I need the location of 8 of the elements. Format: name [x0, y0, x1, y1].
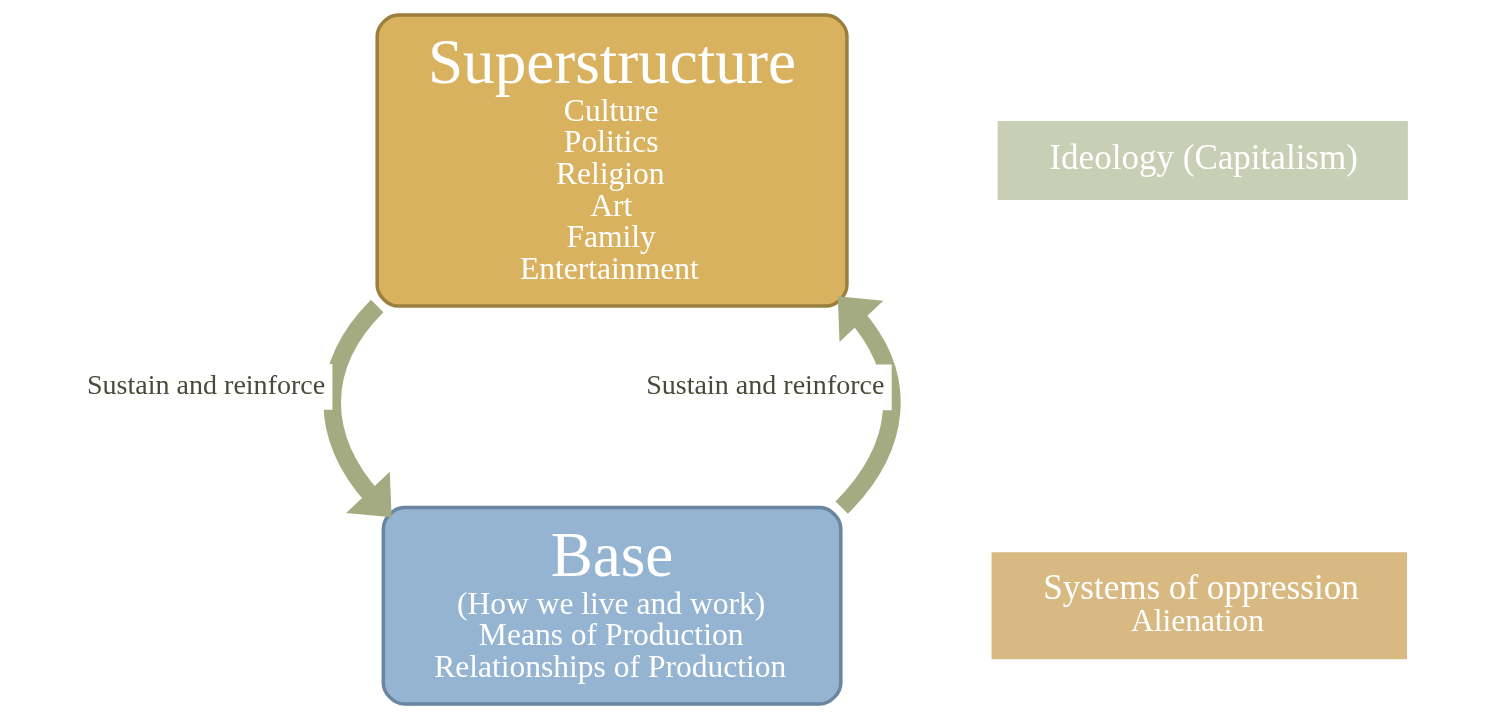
edge-label: Sustain and reinforce [645, 369, 884, 401]
node-box: Systems of oppression Alienation [991, 552, 1407, 660]
edge-label: Sustain and reinforce [86, 368, 325, 400]
arrow [834, 296, 900, 514]
node-box: Ideology (Capitalism) [997, 121, 1408, 200]
node-box: Superstructure Culture Politics Religion Art Family Entertainment [374, 13, 849, 308]
arrow [323, 300, 392, 518]
node-box: Base (How we live and work) Means of Production Relationships of Production [381, 505, 843, 706]
